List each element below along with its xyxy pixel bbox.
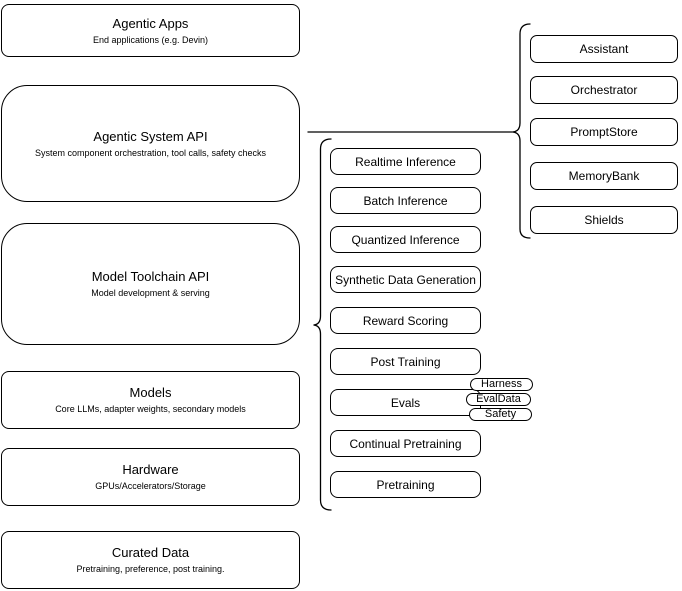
curated-data-box: Curated Data Pretraining, preference, po… — [1, 531, 300, 589]
box-subtitle: Pretraining, preference, post training. — [76, 564, 225, 574]
synthetic-data-generation-box: Synthetic Data Generation — [330, 266, 481, 293]
toolchain-services-brace — [313, 138, 332, 511]
realtime-inference-box: Realtime Inference — [330, 148, 481, 175]
post-training-box: Post Training — [330, 348, 481, 375]
box-title: Agentic Apps — [112, 15, 189, 31]
system-components-brace — [512, 23, 531, 239]
safety-pill: Safety — [469, 408, 532, 421]
box-subtitle: Model development & serving — [91, 288, 210, 298]
box-label: Quantized Inference — [351, 232, 460, 247]
hardware-box: Hardware GPUs/Accelerators/Storage — [1, 448, 300, 506]
box-subtitle: System component orchestration, tool cal… — [34, 147, 267, 158]
assistant-box: Assistant — [530, 35, 678, 63]
continual-pretraining-box: Continual Pretraining — [330, 430, 481, 457]
box-title: Agentic System API — [93, 128, 208, 144]
box-title: Hardware — [122, 462, 179, 477]
box-subtitle: GPUs/Accelerators/Storage — [95, 481, 206, 491]
model-toolchain-api-box: Model Toolchain API Model development & … — [1, 223, 300, 345]
box-label: MemoryBank — [568, 169, 640, 183]
box-title: Model Toolchain API — [91, 269, 210, 284]
box-label: Pretraining — [376, 477, 435, 492]
reward-scoring-box: Reward Scoring — [330, 307, 481, 334]
box-label: Batch Inference — [363, 193, 448, 208]
box-label: PromptStore — [570, 125, 638, 139]
box-label: Post Training — [370, 354, 441, 369]
box-title: Curated Data — [111, 545, 190, 560]
evaldata-pill: EvalData — [466, 393, 531, 406]
harness-pill: Harness — [470, 378, 533, 391]
pill-label: Harness — [481, 378, 522, 390]
box-subtitle: End applications (e.g. Devin) — [92, 34, 209, 45]
shields-box: Shields — [530, 206, 678, 234]
agentic-apps-box: Agentic Apps End applications (e.g. Devi… — [1, 4, 300, 57]
pretraining-box: Pretraining — [330, 471, 481, 498]
promptstore-box: PromptStore — [530, 118, 678, 146]
pill-label: Safety — [484, 408, 517, 420]
box-label: Evals — [390, 395, 421, 410]
memorybank-box: MemoryBank — [530, 162, 678, 190]
box-label: Synthetic Data Generation — [335, 272, 476, 287]
box-label: Realtime Inference — [355, 154, 456, 169]
box-label: Shields — [584, 213, 624, 227]
box-label: Reward Scoring — [362, 313, 449, 328]
orchestrator-box: Orchestrator — [530, 76, 678, 104]
box-label: Assistant — [579, 42, 629, 56]
box-subtitle: Core LLMs, adapter weights, secondary mo… — [55, 404, 246, 414]
box-label: Orchestrator — [570, 83, 638, 97]
agentic-system-api-box: Agentic System API System component orch… — [1, 85, 300, 202]
evals-box: Evals — [330, 389, 481, 416]
box-label: Continual Pretraining — [349, 436, 462, 451]
pill-label: EvalData — [476, 393, 521, 405]
batch-inference-box: Batch Inference — [330, 187, 481, 214]
quantized-inference-box: Quantized Inference — [330, 226, 481, 253]
models-box: Models Core LLMs, adapter weights, secon… — [1, 371, 300, 429]
box-title: Models — [129, 385, 172, 400]
